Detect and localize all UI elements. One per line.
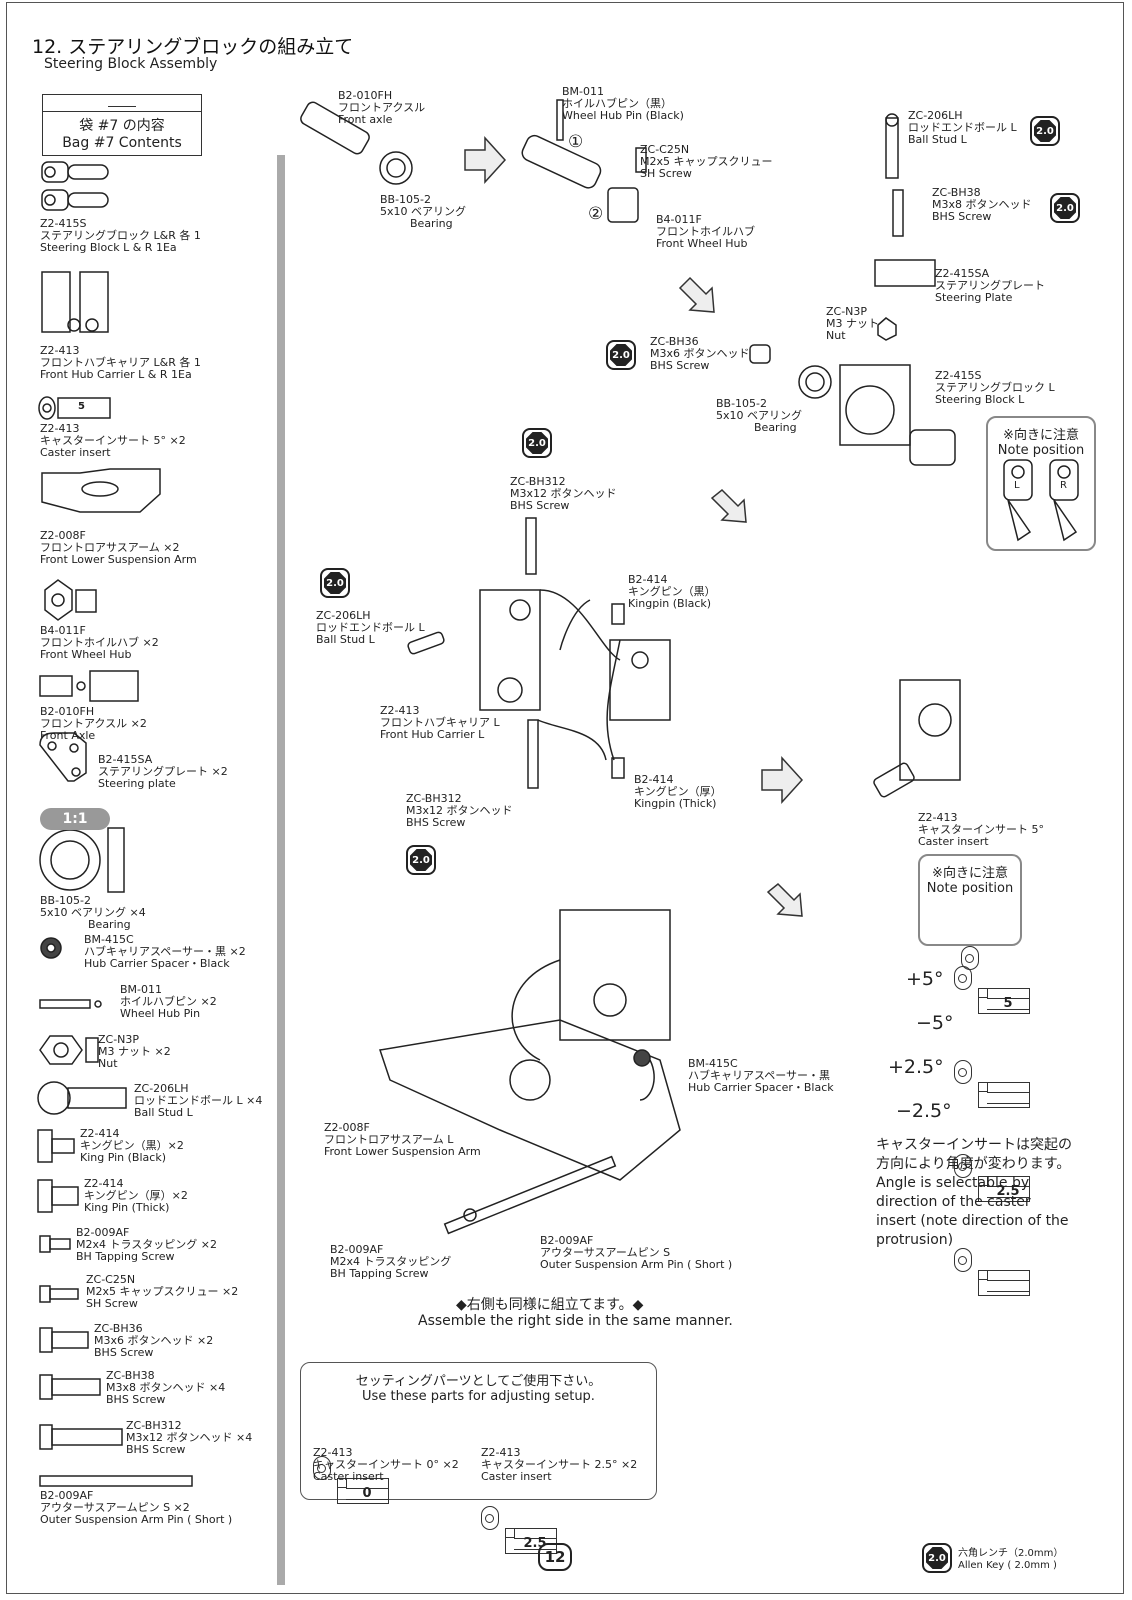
allen-key-icon: 2.0	[922, 1543, 952, 1573]
caster-insert-bar: 5	[978, 988, 1030, 1014]
divider-line	[277, 155, 285, 1585]
caster-insert-number: 5	[78, 401, 85, 412]
caster-insert-icon	[954, 1248, 972, 1272]
allen-key-icon: 2.0	[606, 340, 636, 370]
angle-label: +5°	[906, 968, 944, 990]
allen-key-legend: 六角レンチ（2.0mm）Allen Key ( 2.0mm )	[958, 1548, 1064, 1571]
caster-insert-icon	[313, 1456, 331, 1480]
parts-illustrations	[37, 161, 193, 1487]
angle-label: −5°	[916, 1012, 954, 1034]
caster-insert-bar	[978, 1270, 1030, 1296]
block-label-r: R	[1060, 480, 1067, 491]
scale-ratio-badge: 1:1	[40, 808, 110, 830]
note-position-box-2: ※向きに注意 Note position	[918, 854, 1022, 970]
bag-en: Bag #7 Contents	[62, 135, 182, 151]
caster-insert-bar: 2.5	[978, 1176, 1030, 1202]
caster-insert-icon	[954, 1060, 972, 1084]
step-number-1: ①	[568, 132, 584, 152]
caster-insert-icon	[954, 1154, 972, 1178]
allen-key-icon: 2.0	[1030, 116, 1060, 146]
caster-insert-icon	[481, 1506, 499, 1530]
bag-jp: 袋 #7 の内容	[79, 118, 165, 134]
step-number-2: ②	[588, 204, 604, 224]
angle-label: −2.5°	[896, 1100, 952, 1122]
page-title: 12. ステアリングブロックの組み立て	[32, 36, 354, 58]
same-side-note-jp: ◆右側も同様に組立てます。◆	[456, 1297, 644, 1313]
caster-insert-bar: 0	[337, 1478, 389, 1504]
caster-insert-icon	[954, 966, 972, 990]
bag-contents-box: 袋 #7 の内容 Bag #7 Contents	[42, 94, 202, 156]
allen-key-icon: 2.0	[522, 428, 552, 458]
page-number: 12	[538, 1543, 572, 1571]
block-label-l: L	[1014, 480, 1020, 491]
same-side-note-en: Assemble the right side in the same mann…	[418, 1313, 733, 1329]
steering-block-lr-icon	[1003, 459, 1079, 542]
allen-key-icon: 2.0	[406, 845, 436, 875]
allen-key-icon: 2.0	[320, 568, 350, 598]
caster-insert-bar	[978, 1082, 1030, 1108]
page-subtitle: Steering Block Assembly	[44, 56, 218, 72]
setup-parts-box: セッティングパーツとしてご使用下さい。 Use these parts for …	[300, 1362, 657, 1554]
angle-label: +2.5°	[888, 1056, 944, 1078]
note-position-box: ※向きに注意 Note position L R	[986, 416, 1096, 551]
angle-note: キャスターインサートは突起の方向により角度が変わります。 Angle is se…	[876, 1137, 1072, 1248]
allen-key-icon: 2.0	[1050, 193, 1080, 223]
page-frame	[6, 2, 1124, 1594]
